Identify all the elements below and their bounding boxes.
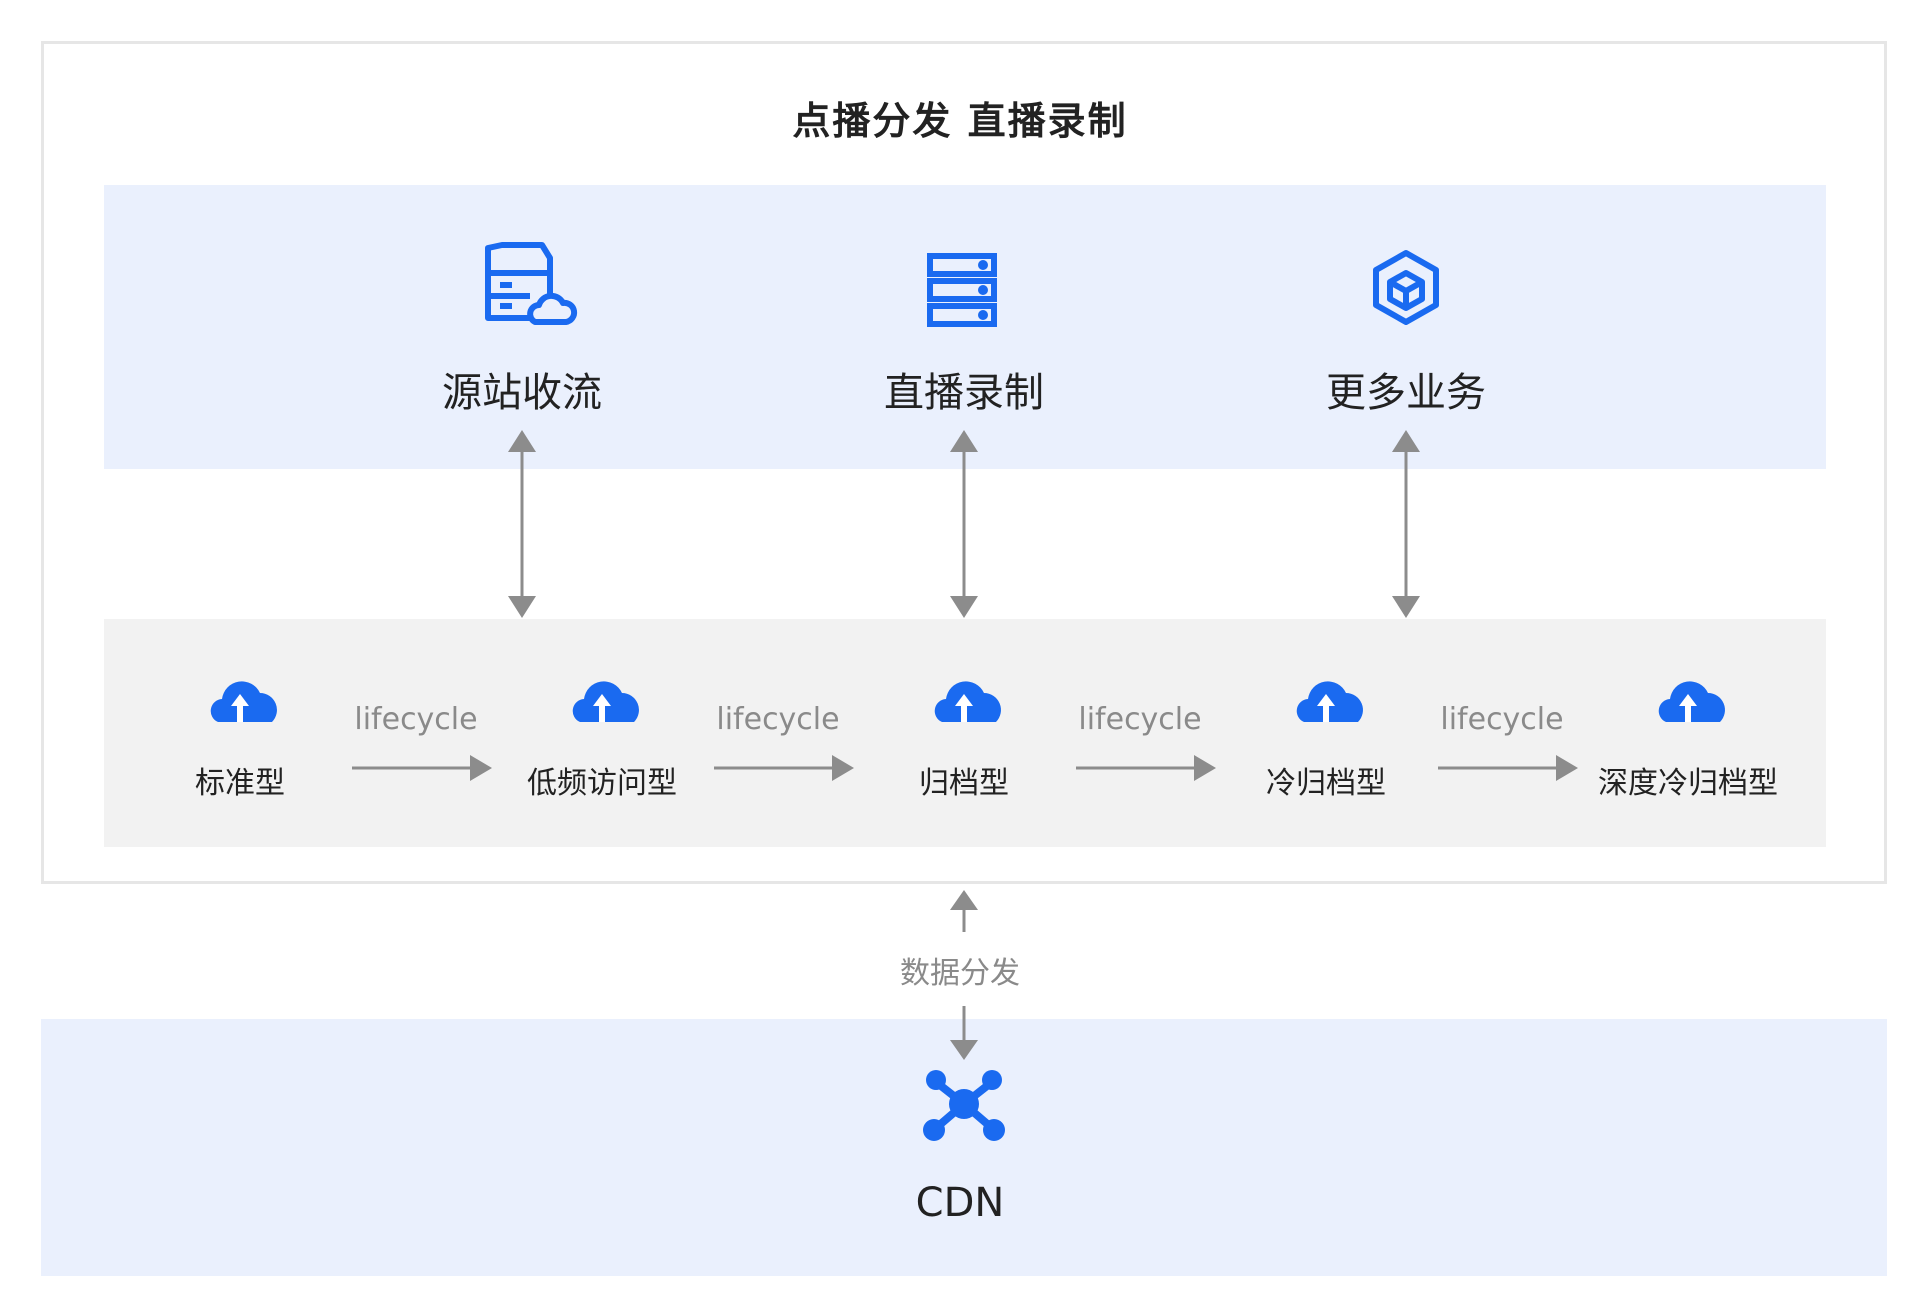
main-frame (41, 41, 1887, 884)
business-label-origin: 源站收流 (442, 370, 602, 416)
cloud-upload-icon (1658, 681, 1725, 722)
storage-tiers-band (104, 619, 1826, 847)
cube-icon (1373, 250, 1439, 325)
tier-label-deep-cold-archive: 深度冷归档型 (1598, 766, 1778, 801)
page-title: 点播分发 直播录制 (792, 99, 1128, 143)
lifecycle-label: lifecycle (1440, 702, 1564, 737)
tier-label-infrequent: 低频访问型 (527, 766, 677, 801)
business-arrows (508, 430, 1420, 618)
lifecycle-label: lifecycle (1078, 702, 1202, 737)
tier-label-cold-archive: 冷归档型 (1266, 766, 1386, 801)
cloud-upload-icon (1296, 681, 1363, 722)
cdn-label: CDN (915, 1180, 1005, 1226)
cloud-upload-icon (572, 681, 639, 722)
business-label-more: 更多业务 (1326, 370, 1486, 416)
business-label-live-recording: 直播录制 (884, 370, 1044, 416)
cdn-band (41, 1019, 1887, 1276)
server-stack-icon (927, 253, 997, 327)
tier-label-standard: 标准型 (195, 766, 285, 801)
lifecycle-label: lifecycle (716, 702, 840, 737)
lifecycle-label: lifecycle (354, 702, 478, 737)
cloud-upload-icon (210, 681, 277, 722)
distribution-arrows (950, 890, 978, 1060)
distribution-label: 数据分发 (900, 956, 1020, 991)
cloud-upload-icon (934, 681, 1001, 722)
lifecycle-arrows (352, 755, 1578, 781)
network-hub-icon (923, 1070, 1005, 1141)
tier-label-archive: 归档型 (919, 766, 1009, 801)
server-cloud-icon (485, 242, 578, 325)
